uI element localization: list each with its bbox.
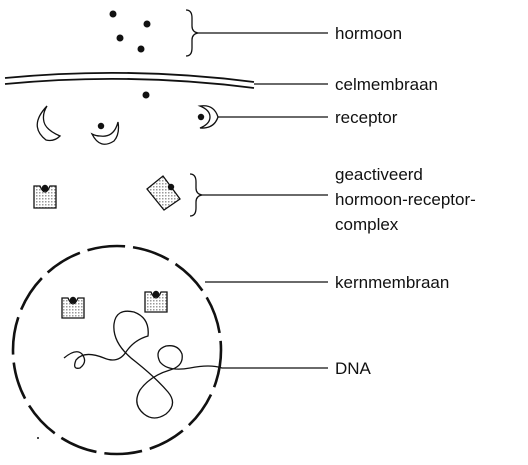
label-complex-line1: geactiveerd <box>335 165 423 184</box>
label-nuclear-membrane: kernmembraan <box>335 273 449 292</box>
hormone-molecule <box>110 11 117 18</box>
label-hormone: hormoon <box>335 24 402 43</box>
hormone-molecule-inside <box>143 92 150 99</box>
label-complex-line3: complex <box>335 215 399 234</box>
activated-complex-right <box>147 176 180 210</box>
label-complex-line2: hormoon-receptor- <box>335 190 476 209</box>
receptor-binding <box>92 122 119 144</box>
nuclear-membrane <box>13 246 221 454</box>
nuclear-complex-left <box>62 297 84 318</box>
stray-mark <box>37 437 39 439</box>
label-receptor: receptor <box>335 108 398 127</box>
receptor-bound <box>198 106 218 128</box>
cell-membrane-inner <box>5 79 254 88</box>
receptor-empty <box>37 106 60 141</box>
hormone-molecule <box>138 46 145 53</box>
hormone-molecules <box>110 11 151 53</box>
complex-brace <box>190 174 202 216</box>
hormone-brace <box>186 10 198 56</box>
nuclear-complex-right <box>145 291 167 312</box>
dna-strand <box>64 311 328 418</box>
hormone-molecule <box>117 35 124 42</box>
label-cell-membrane: celmembraan <box>335 75 438 94</box>
hormone-molecule <box>144 21 151 28</box>
activated-complex-left <box>34 185 56 208</box>
label-dna: DNA <box>335 359 372 378</box>
